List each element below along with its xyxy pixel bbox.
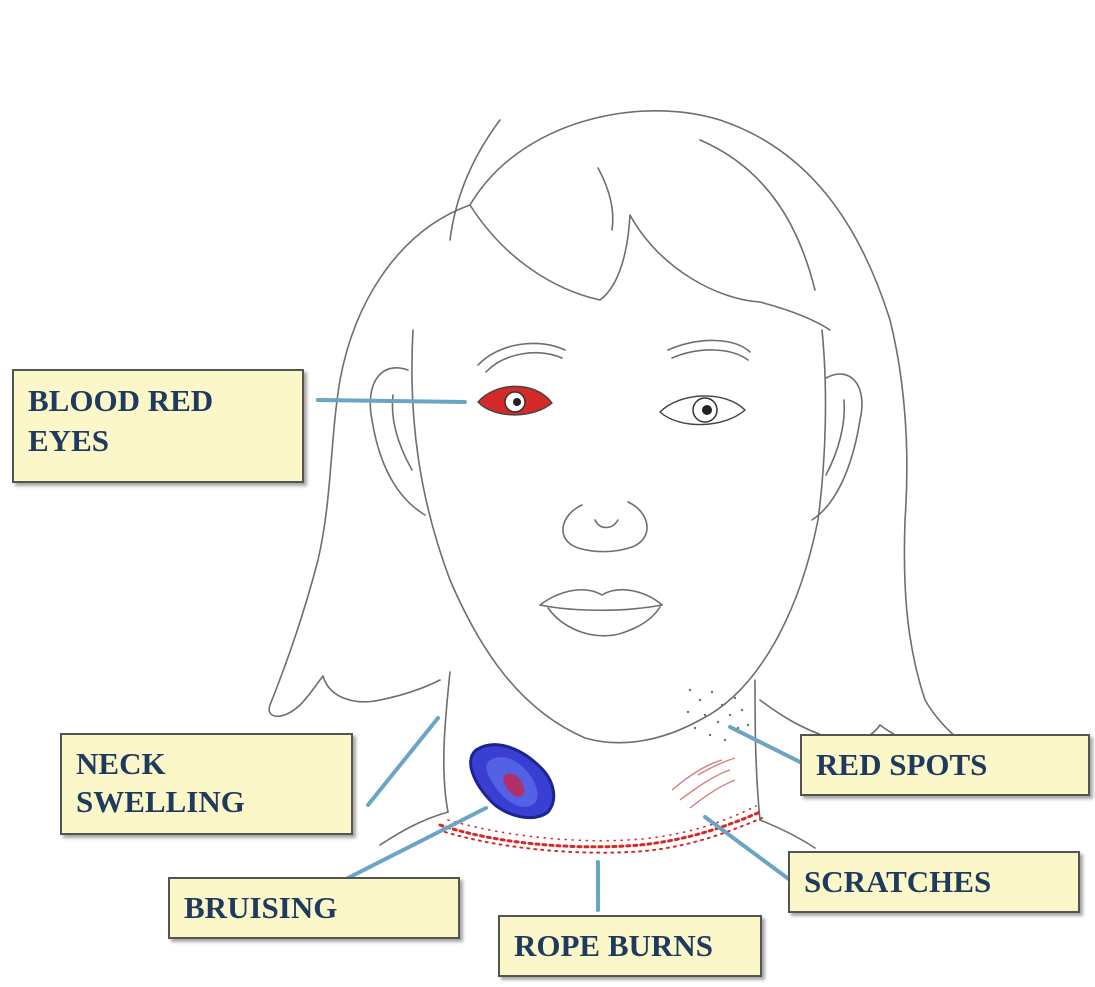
label-blood-red-eyes-line-1: BLOOD RED — [28, 381, 288, 421]
label-blood-red-eyes-line-2: EYES — [28, 421, 288, 461]
label-blood-red-eyes: BLOOD RED EYES — [12, 369, 304, 483]
hair-strand-1 — [450, 120, 500, 240]
right-eye — [660, 396, 745, 425]
label-neck-swelling: NECK SWELLING — [60, 733, 353, 835]
hair-fringe — [470, 205, 830, 330]
label-bruising: BRUISING — [168, 877, 460, 939]
rope-burns-marks — [440, 806, 762, 853]
bruise-mark — [471, 745, 554, 818]
neck-right — [755, 680, 760, 820]
label-bruising-text: BRUISING — [184, 888, 444, 928]
leader-red-spots — [730, 727, 800, 762]
left-eyebrow-2 — [486, 353, 562, 372]
leader-neck-swelling — [368, 718, 438, 805]
leader-blood-red-eyes — [318, 400, 465, 402]
face-outline — [412, 330, 826, 743]
label-scratches-text: SCRATCHES — [804, 862, 1064, 902]
scratches-marks — [672, 758, 735, 808]
shoulder-left — [380, 812, 448, 845]
label-neck-swelling-line-1: NECK — [76, 745, 337, 783]
label-rope-burns-text: ROPE BURNS — [514, 926, 746, 966]
label-scratches: SCRATCHES — [788, 851, 1080, 913]
label-rope-burns: ROPE BURNS — [498, 915, 762, 977]
hair-strand-3 — [700, 140, 815, 290]
lower-lip — [548, 607, 660, 636]
shoulder-right — [760, 820, 815, 848]
label-red-spots-text: RED SPOTS — [816, 745, 1074, 785]
left-ear-inner — [392, 395, 412, 470]
right-ear — [812, 374, 862, 520]
leader-scratches — [705, 817, 790, 880]
right-ear-inner — [826, 400, 844, 475]
neck-left — [444, 672, 450, 812]
label-red-spots: RED SPOTS — [800, 734, 1090, 796]
label-neck-swelling-line-2: SWELLING — [76, 783, 337, 821]
lip-line — [540, 605, 662, 610]
hair-strand-2 — [598, 168, 613, 230]
leader-bruising — [348, 808, 486, 878]
upper-lip — [540, 590, 662, 605]
right-eyebrow-2 — [672, 350, 748, 360]
nose-bridge — [595, 520, 618, 528]
left-eye-bloodshot — [478, 386, 552, 415]
